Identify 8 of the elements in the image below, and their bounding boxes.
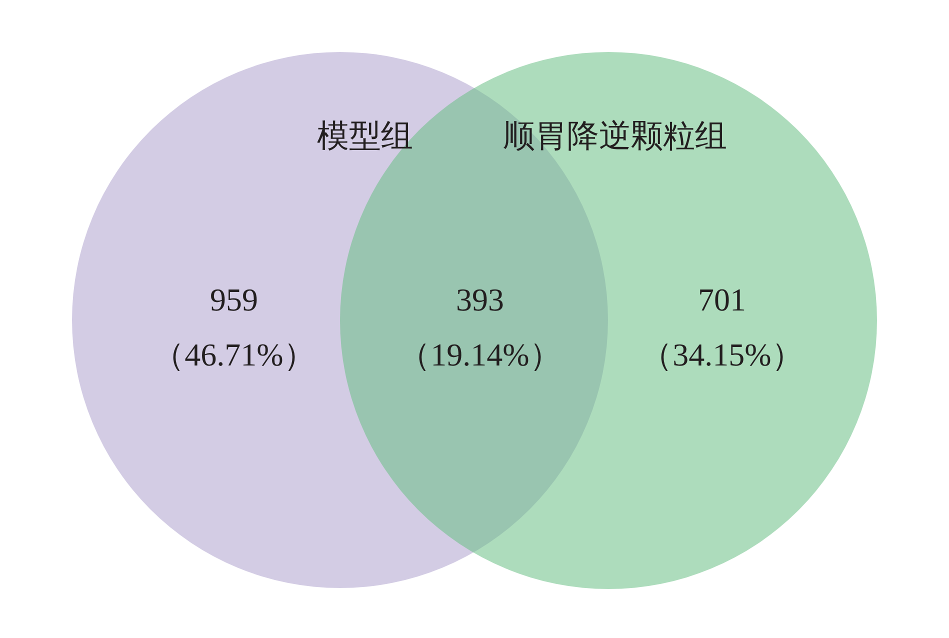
count-label: 959 — [210, 282, 258, 318]
percentage-label: （34.15%） — [640, 336, 804, 374]
percentage-label: （46.71%） — [152, 336, 316, 374]
group-label: 模型组 — [317, 118, 413, 154]
percentage-label: （19.14%） — [398, 336, 562, 374]
count-label: 393 — [456, 282, 504, 318]
count-label: 701 — [698, 282, 746, 318]
group-label: 顺胃降逆颗粒组 — [503, 118, 727, 154]
